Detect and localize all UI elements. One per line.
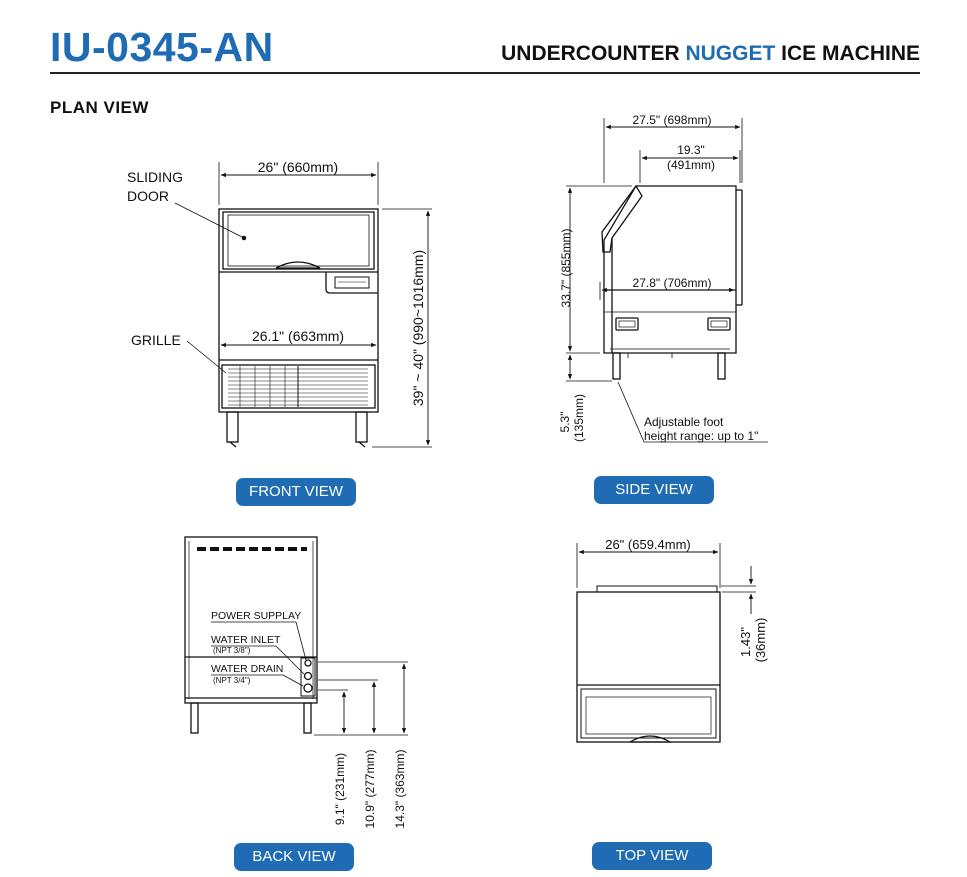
back-inlet-height-dim: 10.9" (277mm)	[363, 750, 377, 829]
side-rear-leg	[717, 352, 726, 380]
front-cabinet	[218, 208, 379, 413]
subtitle-prefix: UNDERCOUNTER	[501, 42, 686, 65]
side-cabinet-outline	[603, 185, 737, 354]
top-cabinet	[576, 591, 721, 743]
back-left-leg	[190, 702, 199, 734]
back-view-label: BACK VIEW	[234, 843, 354, 871]
side-leg-dim-line1: 5.3"	[558, 412, 572, 433]
side-depth-body-dim: 27.8" (706mm)	[633, 276, 712, 290]
side-handle-right	[707, 317, 731, 331]
back-power-height-dim: 14.3" (363mm)	[393, 750, 407, 829]
model-number: IU-0345-AN	[50, 24, 274, 70]
subtitle-suffix: ICE MACHINE	[775, 42, 920, 65]
side-height-dim: 33.7" (855mm)	[559, 229, 573, 308]
top-view-drawing	[576, 543, 756, 743]
power-supply-callout: POWER SUPPLAY	[211, 610, 301, 622]
back-right-leg	[303, 702, 312, 734]
back-view-drawing	[184, 536, 408, 736]
grille-callout: GRILLE	[131, 332, 181, 348]
sliding-door-callout-line2: DOOR	[127, 188, 169, 204]
front-height-dim: 39" ~ 40" (990~1016mm)	[410, 250, 426, 406]
header-rule	[50, 72, 920, 74]
front-grille	[221, 364, 376, 409]
side-depth-top-dim-line2: (491mm)	[667, 158, 715, 172]
front-view-label: FRONT VIEW	[236, 478, 356, 506]
side-depth-total-dim: 27.5" (698mm)	[633, 113, 712, 127]
top-door-panel	[580, 688, 717, 739]
front-view-drawing	[174, 162, 432, 448]
top-width-dim: 26" (659.4mm)	[605, 537, 691, 552]
adjustable-foot-note-line1: Adjustable foot	[644, 415, 724, 429]
side-leg-dim-line2: (135mm)	[572, 394, 586, 442]
section-title: PLAN VIEW	[50, 98, 149, 117]
side-depth-top-dim-line1: 19.3"	[677, 143, 705, 157]
front-left-leg	[226, 411, 239, 443]
side-view-label: SIDE VIEW	[594, 476, 714, 504]
water-drain-port	[303, 683, 313, 693]
front-width-mid-dim: 26.1" (663mm)	[252, 328, 344, 344]
front-width-top-dim: 26" (660mm)	[258, 159, 338, 175]
water-inlet-callout: WATER INLET	[211, 634, 281, 646]
water-drain-spec: (NPT 3/4")	[213, 676, 251, 685]
back-drain-height-dim: 9.1" (231mm)	[333, 753, 347, 825]
back-cabinet	[184, 536, 318, 704]
side-door-bevel	[601, 184, 643, 253]
adjustable-foot-note-line2: height range: up to 1"	[644, 429, 758, 443]
subtitle-accent-word: NUGGET	[685, 42, 776, 65]
front-right-leg	[355, 411, 368, 443]
top-lip-dim-line2: (36mm)	[753, 618, 768, 663]
water-inlet-spec: (NPT 3/8")	[213, 646, 251, 655]
top-lip-dim-line1: 1.43"	[738, 627, 753, 657]
product-subtitle: UNDERCOUNTER NUGGET ICE MACHINE	[501, 42, 920, 66]
water-inlet-port	[303, 671, 313, 681]
door-handle	[275, 261, 321, 269]
top-door-handle	[627, 735, 673, 743]
top-view-label: TOP VIEW	[592, 842, 712, 870]
grille-slats	[228, 366, 368, 407]
sliding-door-callout-line1: SLIDING	[127, 169, 183, 185]
side-front-leg	[612, 352, 621, 380]
side-view-drawing	[566, 118, 768, 443]
water-drain-callout: WATER DRAIN	[211, 663, 283, 675]
side-handle-left	[615, 317, 639, 331]
power-supply-port	[304, 659, 312, 667]
sliding-door-panel	[222, 211, 375, 270]
